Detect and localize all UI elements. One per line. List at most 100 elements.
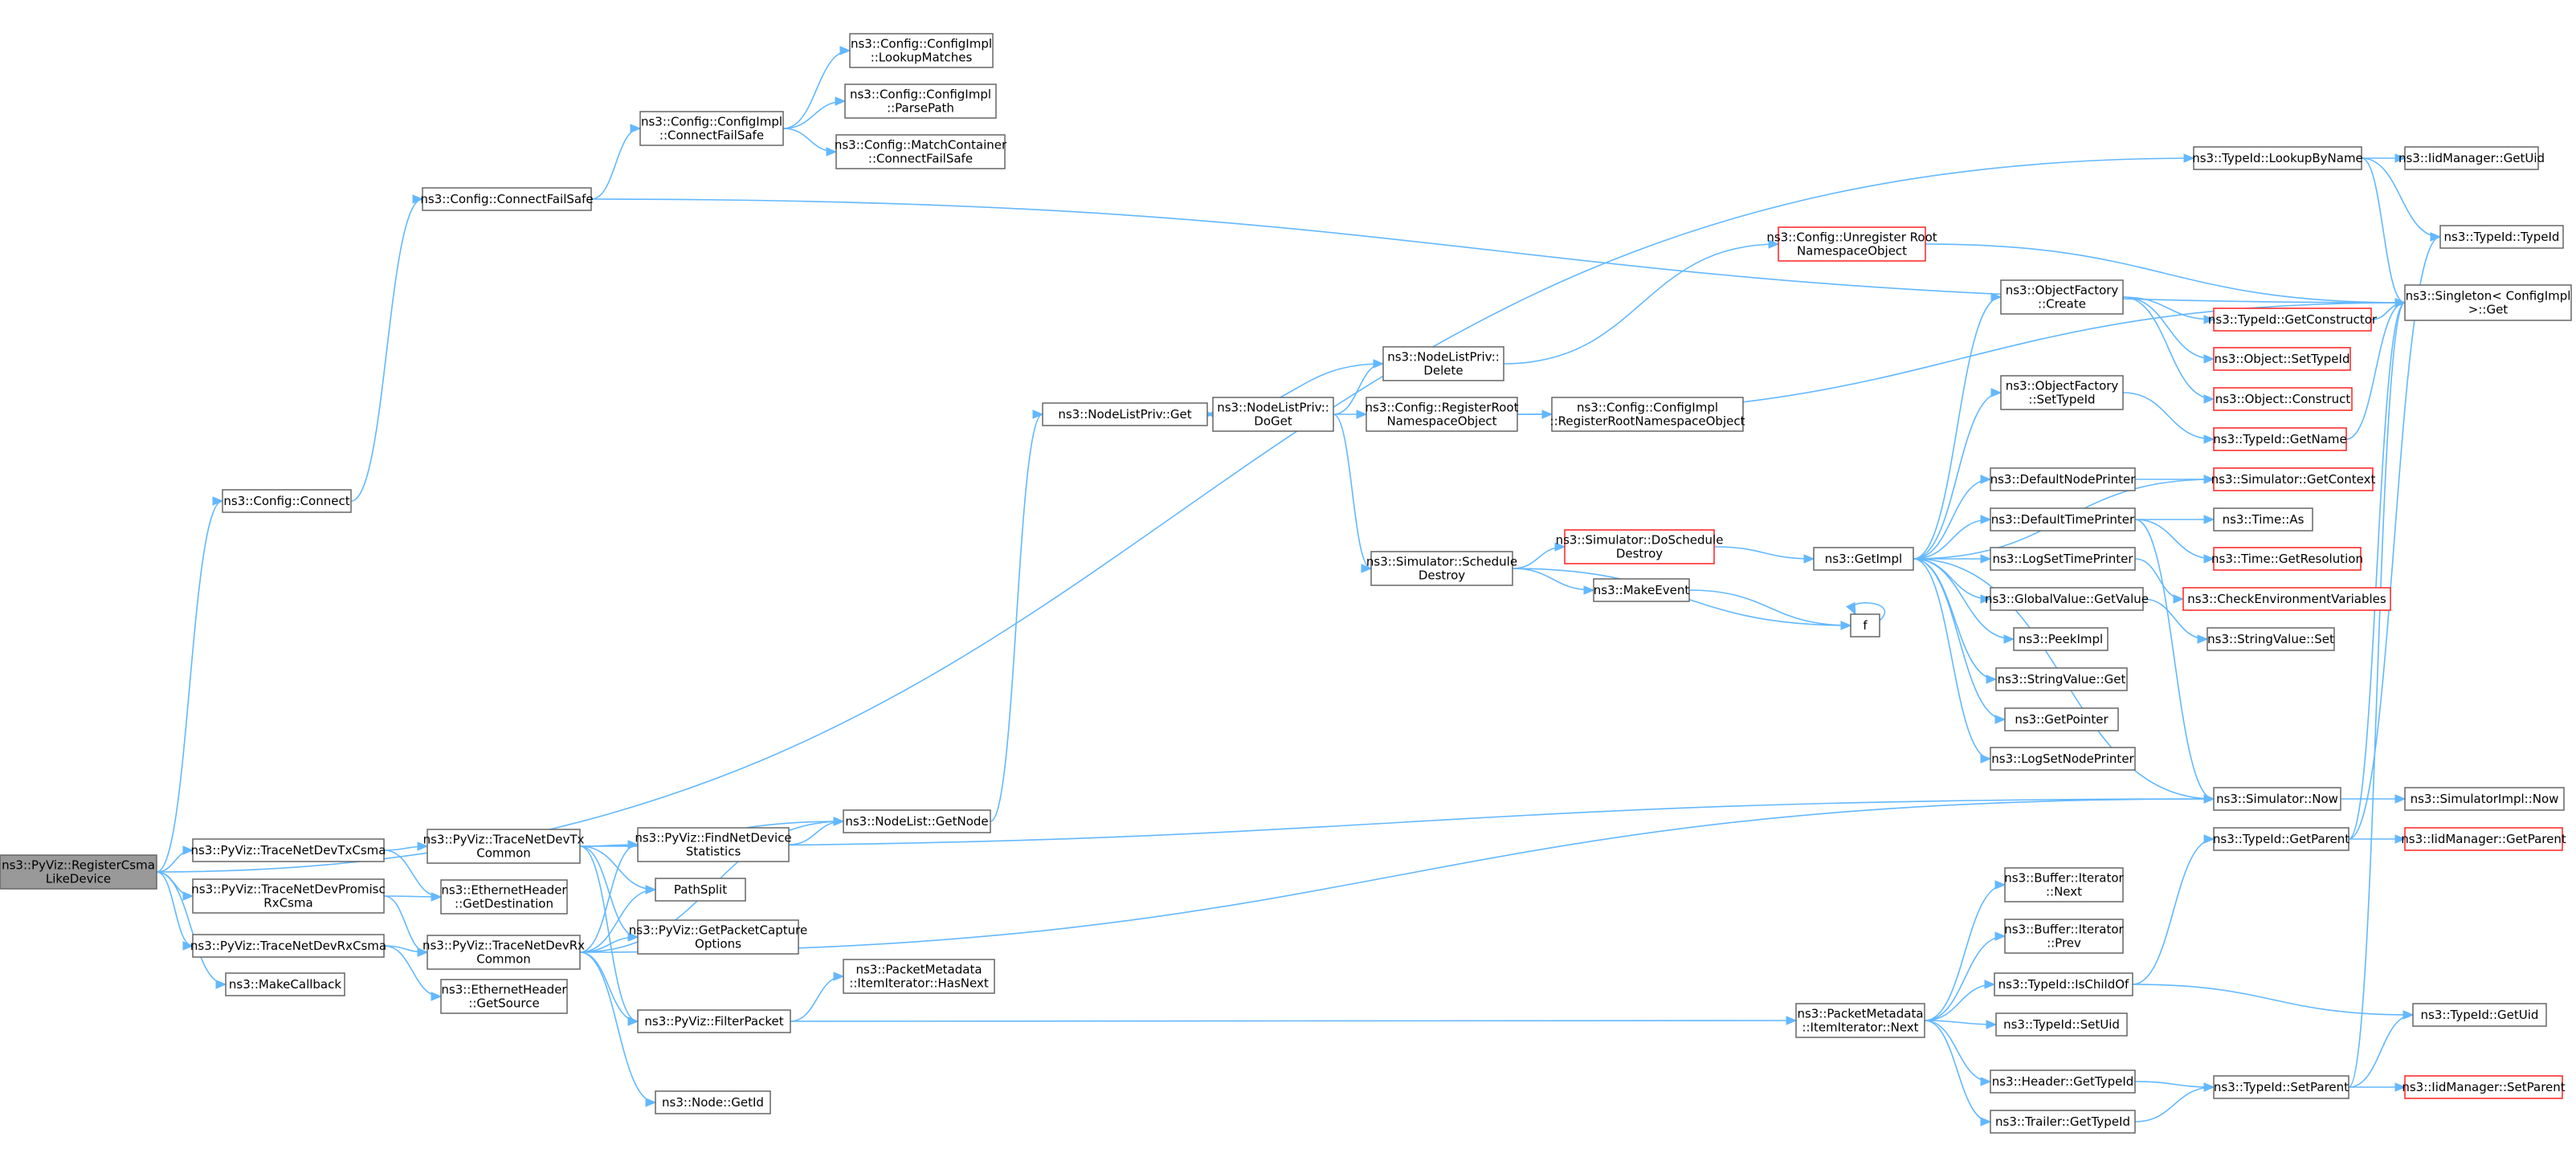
node-objFactorySetTypeId[interactable]: ns3::ObjectFactory::SetTypeId [2000, 375, 2124, 410]
edge-cfgImplConnectFailSafe-to-matchContainer [782, 128, 838, 157]
node-defaultTimePrinter[interactable]: ns3::DefaultTimePrinter [1990, 507, 2136, 532]
edge-nodeListPrivDoGet-to-scheduleDestroy [1333, 414, 1373, 573]
node-label: Destroy [1419, 568, 1465, 583]
node-timeAs[interactable]: ns3::Time::As [2213, 507, 2313, 532]
node-lookupMatches[interactable]: ns3::Config::ConfigImpl::LookupMatches [849, 33, 994, 68]
node-nodeListGetNode[interactable]: ns3::NodeList::GetNode [843, 809, 991, 833]
node-nodeListPrivGet[interactable]: ns3::NodeListPriv::Get [1042, 402, 1208, 426]
node-box [2213, 347, 2351, 371]
node-trailerGetTypeId[interactable]: ns3::Trailer::GetTypeId [1990, 1110, 2136, 1134]
node-iidGetParent[interactable]: ns3::IidManager::GetParent [2401, 827, 2566, 851]
node-box [1813, 547, 1914, 571]
node-checkEnv[interactable]: ns3::CheckEnvironmentVariables [2182, 587, 2391, 611]
node-iidSetParent[interactable]: ns3::IidManager::SetParent [2402, 1075, 2566, 1099]
node-simNow[interactable]: ns3::Simulator::Now [2213, 787, 2341, 811]
node-box [637, 827, 790, 862]
node-registerRoot[interactable]: ns3::Config::RegisterRootNamespaceObject [1366, 397, 1519, 432]
node-bufIterPrev[interactable]: ns3::Buffer::Iterator::Prev [2004, 919, 2125, 954]
node-makeCallback[interactable]: ns3::MakeCallback [225, 972, 345, 996]
edge-cfgConnect-to-cfgConnectFailSafe [350, 194, 424, 502]
node-objectConstruct[interactable]: ns3::Object::Construct [2213, 387, 2353, 411]
node-typeIdLookup[interactable]: ns3::TypeId::LookupByName [2192, 146, 2363, 170]
node-label: DoGet [1254, 414, 1292, 429]
node-getPointer[interactable]: ns3::GetPointer [2004, 707, 2119, 731]
node-cfgConnect[interactable]: ns3::Config::Connect [222, 489, 352, 513]
node-pathSplit[interactable]: PathSplit [655, 878, 746, 902]
node-simGetContext[interactable]: ns3::Simulator::GetContext [2211, 467, 2376, 491]
node-label: ns3::PyViz::FilterPacket [644, 1014, 783, 1029]
edge-defaultTimePrinter-to-simNow [2134, 519, 2215, 804]
node-nodeGetId[interactable]: ns3::Node::GetId [655, 1090, 771, 1114]
node-typeIdGetParent[interactable]: ns3::TypeId::GetParent [2213, 827, 2349, 851]
node-typeIdIsChildOf[interactable]: ns3::TypeId::IsChildOf [1994, 972, 2133, 996]
edge-doScheduleDestroy-to-getImpl [1713, 546, 1815, 564]
node-bufIterNext[interactable]: ns3::Buffer::Iterator::Next [2004, 867, 2125, 902]
node-stringValueGet[interactable]: ns3::StringValue::Get [1995, 667, 2128, 691]
node-traceTxCsma[interactable]: ns3::PyViz::TraceNetDevTxCsma [191, 838, 386, 862]
node-logSetNodePrinter[interactable]: ns3::LogSetNodePrinter [1990, 747, 2136, 771]
node-getConstructor[interactable]: ns3::TypeId::GetConstructor [2208, 308, 2378, 332]
node-typeIdTypeId[interactable]: ns3::TypeId::TypeId [2439, 225, 2564, 249]
node-filterPacket[interactable]: ns3::PyViz::FilterPacket [637, 1009, 791, 1033]
edge-arrowhead [1786, 1016, 1798, 1025]
node-pmHasNext[interactable]: ns3::PacketMetadata::ItemIterator::HasNe… [843, 959, 995, 994]
edge-arrowhead [1980, 594, 1992, 604]
node-matchContainer[interactable]: ns3::Config::MatchContainer::ConnectFail… [835, 134, 1007, 169]
node-box [2000, 375, 2124, 410]
node-f[interactable]: f [1850, 613, 1880, 638]
node-singletonGet[interactable]: ns3::Singleton< ConfigImpl >::Get [2404, 284, 2572, 321]
node-label: ns3::StringValue::Get [1998, 672, 2126, 686]
node-objectSetTypeId[interactable]: ns3::Object::SetTypeId [2213, 347, 2351, 371]
node-label: ns3::TypeId::TypeId [2444, 230, 2560, 244]
node-label: ns3::DefaultNodePrinter [1990, 472, 2137, 487]
node-logSetTimePrinter[interactable]: ns3::LogSetTimePrinter [1990, 547, 2136, 571]
node-typeIdGetUid[interactable]: ns3::TypeId::GetUid [2412, 1003, 2547, 1027]
node-box [192, 934, 385, 958]
node-label: ::ConnectFailSafe [868, 152, 973, 166]
node-headerGetTypeId[interactable]: ns3::Header::GetTypeId [1990, 1069, 2136, 1094]
node-cfgImplRegisterRoot[interactable]: ns3::Config::ConfigImpl::RegisterRootNam… [1550, 397, 1745, 432]
node-ethGetSource[interactable]: ns3::EthernetHeader::GetSource [440, 979, 568, 1014]
node-nodeListPrivDoGet[interactable]: ns3::NodeListPriv::DoGet [1212, 397, 1334, 432]
node-cfgConnectFailSafe[interactable]: ns3::Config::ConnectFailSafe [420, 187, 594, 211]
node-typeIdSetParent[interactable]: ns3::TypeId::SetParent [2213, 1075, 2349, 1099]
edge-objFactoryCreate-to-objectSetTypeId [2122, 296, 2215, 364]
node-ethGetDest[interactable]: ns3::EthernetHeader::GetDestination [440, 879, 568, 915]
node-label: ::GetSource [468, 996, 539, 1011]
node-cfgImplConnectFailSafe[interactable]: ns3::Config::ConfigImpl::ConnectFailSafe [639, 111, 784, 146]
node-globalValueGet[interactable]: ns3::GlobalValue::GetValue [1985, 587, 2149, 611]
node-label: ns3::PyViz::TraceNetDevTxCsma [191, 843, 386, 858]
node-objFactoryCreate[interactable]: ns3::ObjectFactory::Create [2000, 279, 2124, 315]
node-timeGetResolution[interactable]: ns3::Time::GetResolution [2211, 547, 2363, 571]
node-box [2213, 827, 2349, 851]
node-peekImpl[interactable]: ns3::PeekImpl [2013, 627, 2109, 651]
node-parsePath[interactable]: ns3::Config::ConfigImpl::ParsePath [844, 84, 997, 119]
edge-arrowhead [2394, 834, 2407, 844]
node-makeEvent[interactable]: ns3::MakeEvent [1593, 578, 1690, 602]
node-stringValueSet[interactable]: ns3::StringValue::Set [2207, 627, 2335, 651]
edge-arrowhead [1803, 554, 1815, 564]
node-traceRxCsma[interactable]: ns3::PyViz::TraceNetDevRxCsma [190, 934, 386, 958]
node-iidGetUid[interactable]: ns3::IidManager::GetUid [2398, 146, 2545, 170]
node-defaultNodePrinter[interactable]: ns3::DefaultNodePrinter [1990, 467, 2137, 491]
node-getImpl[interactable]: ns3::GetImpl [1813, 547, 1914, 571]
node-simImplNow[interactable]: ns3::SimulatorImpl::Now [2404, 787, 2565, 811]
node-typeIdSetUid[interactable]: ns3::TypeId::SetUid [1995, 1012, 2128, 1037]
node-unregisterRoot[interactable]: ns3::Config::Unregister RootNamespaceObj… [1766, 226, 1937, 262]
node-typeIdGetName[interactable]: ns3::TypeId::GetName [2213, 427, 2347, 451]
node-box [192, 878, 385, 914]
node-nodeListPrivDelete[interactable]: ns3::NodeListPriv::Delete [1382, 346, 1504, 381]
edge-root-to-makeCallback [156, 871, 227, 989]
edge-objFactoryCreate-to-objectConstruct [2122, 296, 2215, 404]
node-label: LikeDevice [46, 872, 111, 886]
edge-arrowhead [1032, 409, 1044, 419]
node-pmNext[interactable]: ns3::PacketMetadata::ItemIterator::Next [1795, 1003, 1925, 1038]
